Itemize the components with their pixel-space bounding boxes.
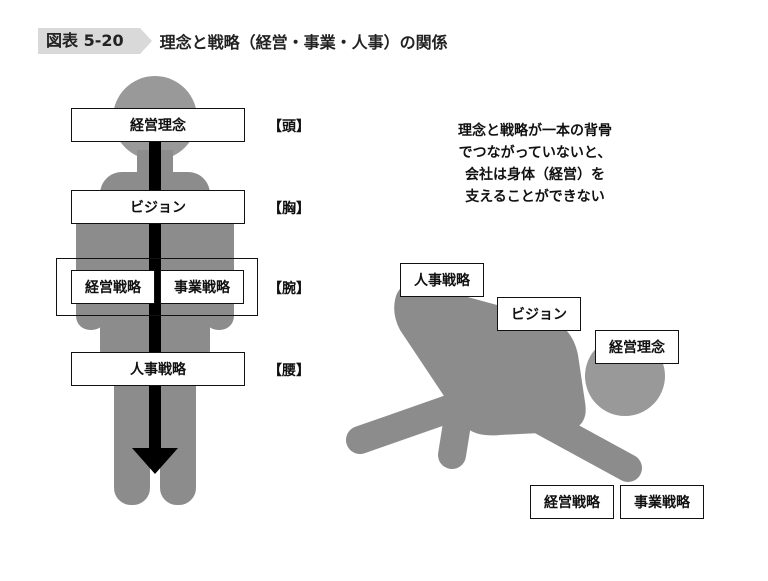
body-part-waist: 【腰】	[268, 363, 310, 379]
collapsed-left-arm	[346, 391, 474, 454]
standing-left-leg	[114, 360, 150, 505]
body-part-chest: 【胸】	[268, 201, 310, 217]
arms-strategy-group	[56, 258, 258, 316]
collapsed-leg	[526, 406, 642, 482]
standing-hr-strategy-box: 人事戦略	[71, 352, 245, 386]
spine-arrowhead	[132, 448, 178, 474]
body-part-arms: 【腕】	[268, 281, 310, 297]
standing-management-strategy-box: 経営戦略	[71, 270, 155, 304]
collapsed-vision-box: ビジョン	[497, 297, 581, 331]
figure-title: 理念と戦略（経営・事業・人事）の関係	[159, 33, 448, 52]
collapsed-business-strategy-box: 事業戦略	[620, 485, 704, 519]
standing-vision-box: ビジョン	[71, 190, 245, 224]
figure-header: 図表 5-20 理念と戦略（経営・事業・人事）の関係	[38, 28, 448, 54]
collapsed-philosophy-box: 経営理念	[595, 330, 679, 364]
caption-line: 理念と戦略が一本の背骨	[458, 123, 612, 139]
caption-line: 会社は身体（経営）を	[465, 167, 605, 183]
collapsed-left-forearm	[438, 391, 474, 469]
caption-line: 支えることができない	[465, 189, 605, 205]
caption: 理念と戦略が一本の背骨 でつながっていないと、 会社は身体（経営）を 支えること…	[420, 120, 650, 208]
standing-philosophy-box: 経営理念	[71, 108, 245, 142]
figure-number-label: 図表 5-20	[38, 28, 152, 54]
body-part-head: 【頭】	[268, 119, 310, 135]
standing-right-leg	[160, 360, 196, 505]
collapsed-management-strategy-box: 経営戦略	[530, 485, 614, 519]
caption-line: でつながっていないと、	[458, 145, 612, 161]
standing-business-strategy-box: 事業戦略	[160, 270, 244, 304]
collapsed-hr-strategy-box: 人事戦略	[400, 263, 484, 297]
